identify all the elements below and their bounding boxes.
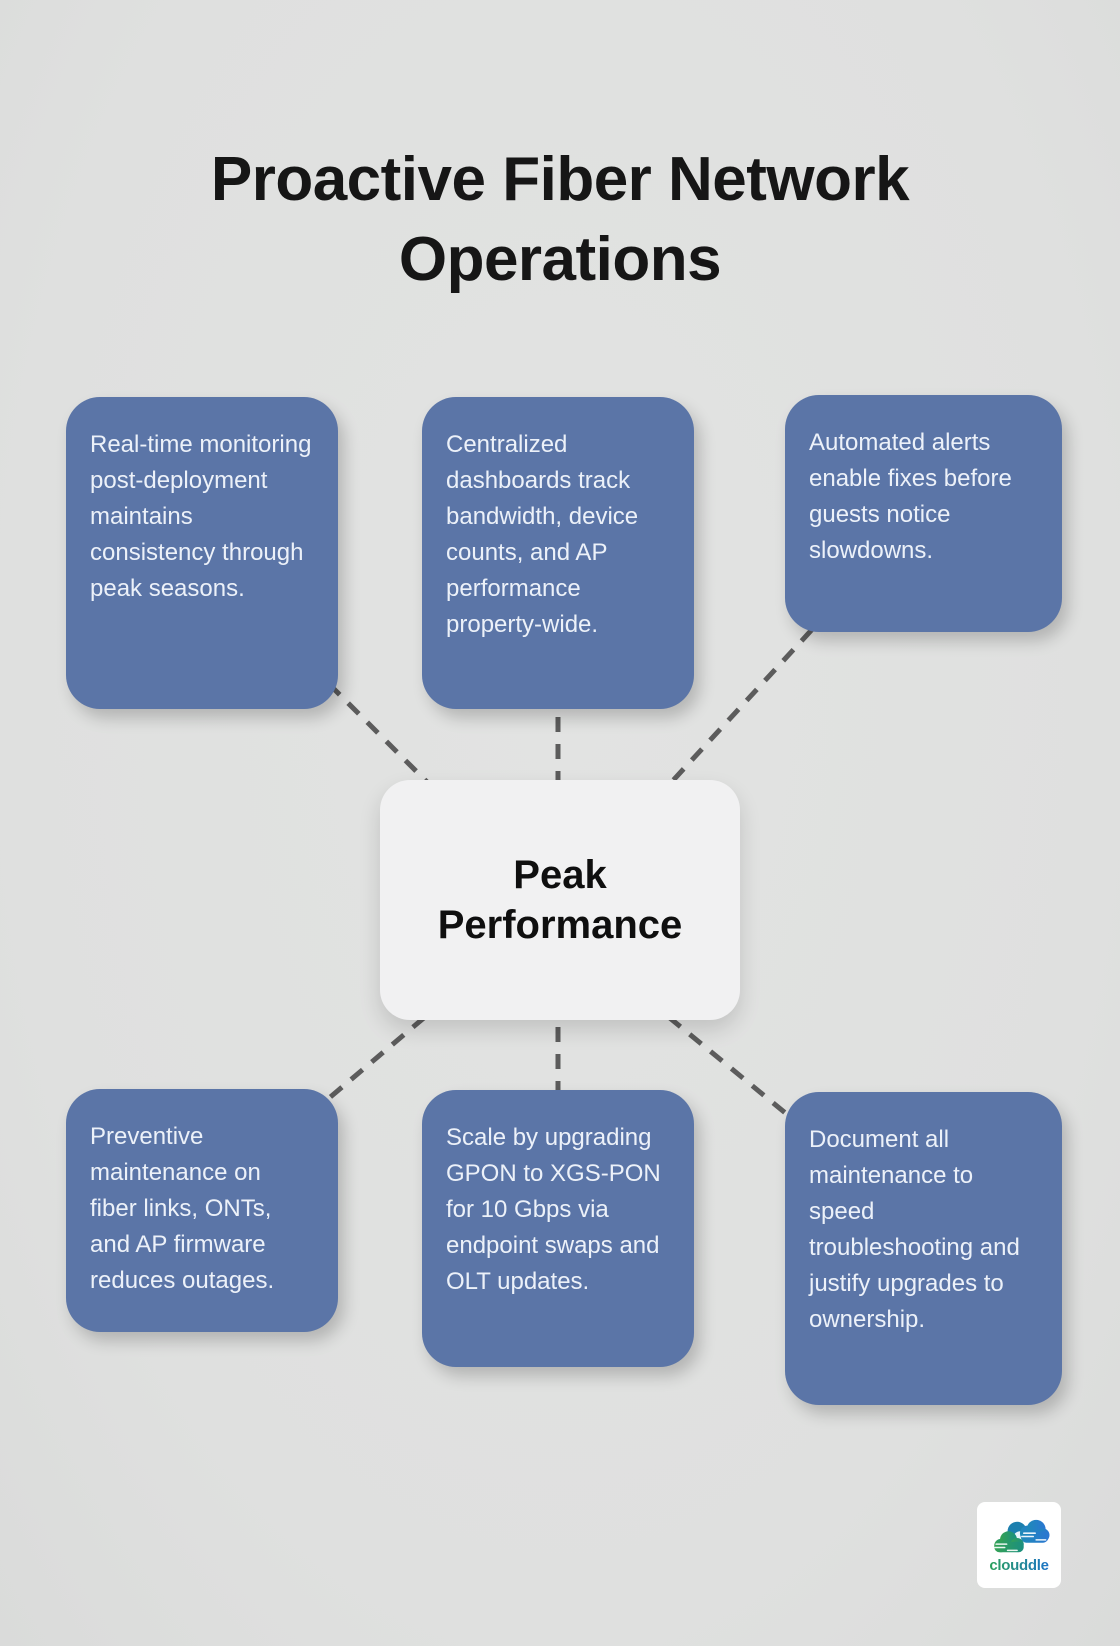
node-top-left: Real-time monitoring post-deployment mai… xyxy=(66,397,338,709)
node-bottom-left-text: Preventive maintenance on fiber links, O… xyxy=(90,1123,275,1294)
node-top-middle-text: Centralized dashboards track bandwidth, … xyxy=(446,431,639,638)
node-bottom-middle-text: Scale by upgrading GPON to XGS-PON for 1… xyxy=(446,1124,661,1295)
node-top-left-text: Real-time monitoring post-deployment mai… xyxy=(90,431,312,602)
page-title: Proactive Fiber Network Operations xyxy=(210,144,910,294)
node-bottom-middle: Scale by upgrading GPON to XGS-PON for 1… xyxy=(422,1090,694,1367)
node-top-right-text: Automated alerts enable fixes before gue… xyxy=(809,429,1012,564)
center-node-label: Peak Performance xyxy=(437,853,683,947)
node-bottom-left: Preventive maintenance on fiber links, O… xyxy=(66,1089,338,1332)
node-bottom-right-text: Document all maintenance to speed troubl… xyxy=(809,1126,1020,1333)
node-bottom-right: Document all maintenance to speed troubl… xyxy=(785,1092,1062,1405)
node-top-right: Automated alerts enable fixes before gue… xyxy=(785,395,1062,632)
center-node: Peak Performance xyxy=(380,780,740,1020)
logo-badge: clouddle xyxy=(977,1502,1061,1588)
node-top-middle: Centralized dashboards track bandwidth, … xyxy=(422,397,694,709)
clouds-icon xyxy=(993,1519,1050,1552)
connector-bottom-right xyxy=(646,998,802,1127)
logo-brand-text: clouddle xyxy=(989,1556,1049,1574)
